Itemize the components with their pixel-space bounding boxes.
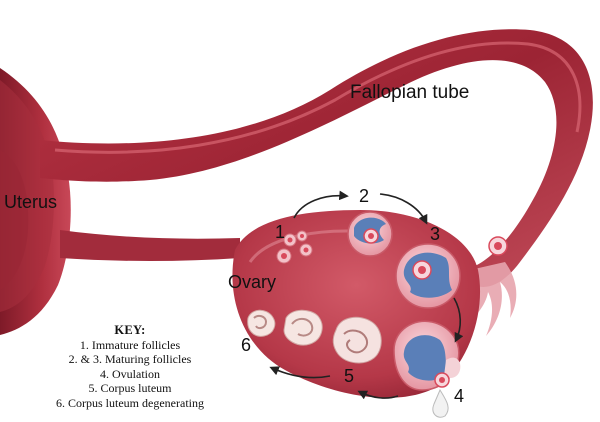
stage-number-5: 5 bbox=[344, 366, 355, 386]
ovarian-ligament bbox=[60, 230, 240, 261]
egg-in-tube bbox=[488, 236, 508, 256]
uterus bbox=[0, 68, 71, 335]
key-item: 1. Immature follicles bbox=[79, 337, 181, 352]
corpus-luteum bbox=[332, 316, 382, 364]
corpus-luteum-degenerating bbox=[247, 309, 323, 346]
label-ovary: Ovary bbox=[228, 272, 277, 292]
key-item: 2. & 3. Maturing follicles bbox=[68, 352, 192, 366]
stage-number-2: 2 bbox=[359, 186, 370, 206]
maturing-follicle-3 bbox=[395, 243, 461, 309]
maturing-follicle-2 bbox=[347, 211, 393, 257]
stage-number-3: 3 bbox=[430, 224, 441, 244]
key-legend: KEY: 1. Immature follicles 2. & 3. Matur… bbox=[30, 323, 230, 410]
key-item: 4. Ovulation bbox=[100, 366, 160, 381]
label-uterus: Uterus bbox=[4, 192, 58, 212]
stage-number-4: 4 bbox=[454, 386, 465, 406]
label-fallopian-tube: Fallopian tube bbox=[350, 82, 470, 103]
ovulation-follicle bbox=[393, 320, 461, 418]
key-item: 6. Corpus luteum degenerating bbox=[56, 395, 204, 410]
key-title: KEY: bbox=[114, 323, 146, 337]
process-arrows bbox=[269, 190, 464, 400]
immature-follicles bbox=[276, 230, 313, 264]
key-item: 5. Corpus luteum bbox=[88, 381, 172, 395]
stage-number-1: 1 bbox=[275, 222, 286, 242]
stage-number-6: 6 bbox=[241, 335, 252, 355]
